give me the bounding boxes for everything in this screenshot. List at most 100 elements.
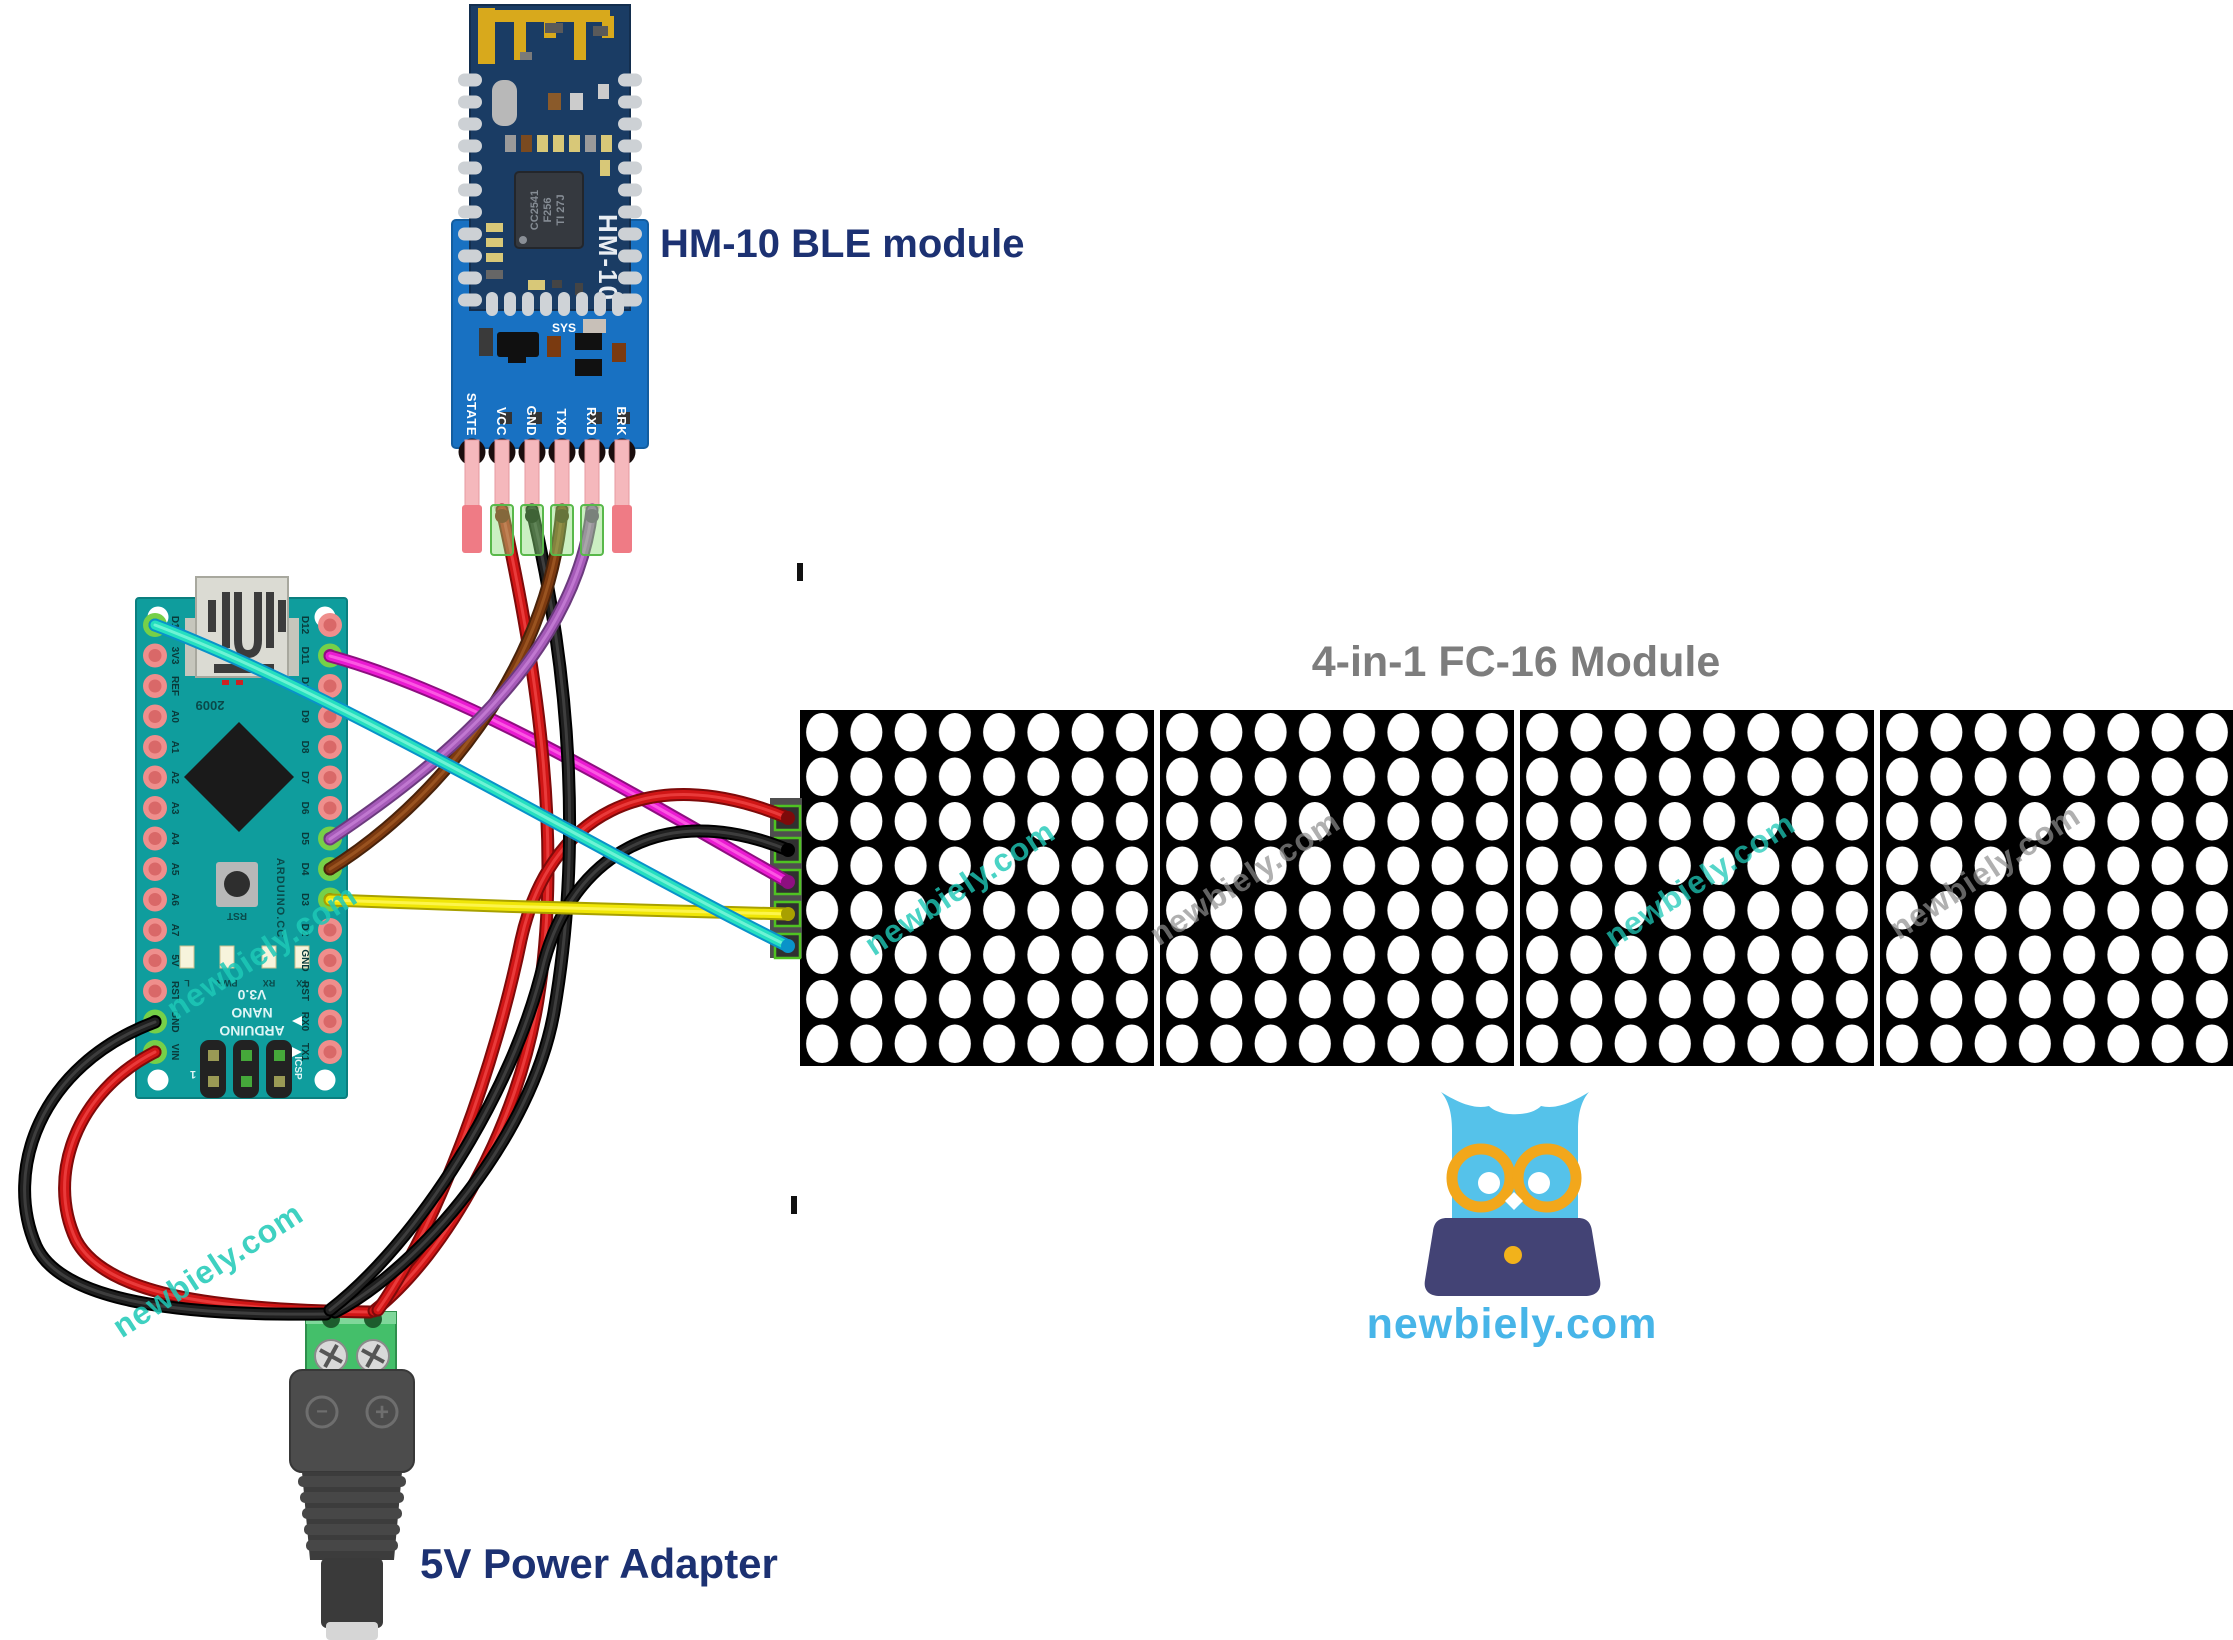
wire-nano-vin-red (58, 1045, 377, 1319)
wire-sleeve-vcc (490, 504, 514, 556)
led-l (179, 945, 195, 969)
nano-pin-label-right-d11: D11 (299, 647, 310, 665)
newbiely-logo (1424, 1092, 1601, 1296)
led-label-rx: RX (263, 978, 276, 988)
chip-line-2: F256 (542, 197, 554, 222)
nano-pin-label-right-rst: RST (299, 981, 310, 1001)
plus-symbol: + (375, 1399, 389, 1426)
nano-pin-label-left-a5: A5 (169, 863, 180, 876)
status-leds: L PWR RX TX (179, 945, 310, 988)
sys-label: SYS (552, 321, 576, 335)
wire-matrix-p3-magenta (323, 649, 795, 889)
matrix-label: 4-in-1 FC-16 Module (1311, 638, 1721, 686)
led-label-l: L (184, 978, 190, 988)
nano-pin-label-right-d4: D4 (299, 863, 310, 876)
power-adapter-label: 5V Power Adapter (420, 1540, 778, 1587)
wire-sleeve-gnd (520, 504, 544, 556)
owl-beak (1505, 1192, 1523, 1210)
chip-line-3: TI 27J (555, 194, 567, 225)
reset-button (216, 862, 258, 907)
nano-pin-label-right-gnd: GND (299, 949, 310, 971)
edge-mark (797, 563, 803, 581)
led-label-tx: TX (296, 978, 308, 988)
chip-line-1: CC2541 (529, 190, 541, 230)
hm10-pin-header: STATE VCC GND TXD RXD BRK (458, 393, 636, 553)
nano-pin-label-right-tx1: TX1 (299, 1043, 310, 1062)
nano-pin-label-left-vin: VIN (169, 1044, 180, 1061)
nano-pin-label-left-5v: 5V (169, 954, 180, 967)
nano-pin-label-left-a0: A0 (169, 710, 180, 723)
wire-sleeve-txd (550, 504, 574, 556)
hm10-smd-parts (486, 23, 612, 295)
nano-pin-label-left-a1: A1 (169, 741, 180, 754)
hm10-ble-module-board: CC2541 F256 TI 27J HM-10 SYS STATE (451, 4, 649, 553)
nano-pin-label-right-d12: D12 (299, 616, 310, 635)
nano-pin-label-left-d13: D13 (169, 616, 180, 635)
matrix-panel-4 (1880, 710, 2233, 1066)
owl-eye-left (1478, 1172, 1500, 1194)
nano-pin-label-left-a7: A7 (169, 924, 180, 937)
hm10-pin-label-brk: BRK (614, 406, 629, 436)
wire-matrix-p5-cyan (148, 618, 795, 953)
board-line-2: NANO (231, 1005, 272, 1021)
owl-eye-right (1528, 1172, 1550, 1194)
nano-pin-label-right-d6: D6 (299, 802, 310, 815)
mounting-hole (147, 1069, 169, 1091)
wire-overlay-layer (490, 504, 604, 556)
laptop-logo-dot (1504, 1246, 1522, 1264)
nano-pin-label-left-3v3: 3V3 (169, 647, 180, 665)
mcu-chip (184, 722, 294, 832)
nano-pin-label-right-d7: D7 (299, 771, 310, 784)
barrel-tip (326, 1622, 378, 1640)
hm10-pin-label-gnd: GND (524, 406, 539, 436)
power-adapter-jack: − + (289, 1310, 415, 1640)
mini-usb-connector (185, 576, 299, 685)
hm10-header-pin (524, 439, 540, 509)
rx-arrow-icon (292, 1016, 302, 1026)
hm10-header-pin (584, 439, 600, 509)
nano-pin-label-right-d5: D5 (299, 832, 310, 845)
led-label-pwr: PWR (216, 978, 237, 988)
logo-text: newbiely.com (1366, 1300, 1658, 1348)
sys-led (583, 319, 606, 333)
nano-pin-label-right-rx0: RX0 (299, 1012, 310, 1032)
hm10-pin-label-txd: TXD (554, 409, 569, 437)
wires-layer (18, 503, 795, 1321)
matrix-panel-2 (1160, 710, 1514, 1066)
wire-hm10-rxd-purple (323, 503, 599, 846)
hm10-pin-cap (612, 505, 632, 553)
nano-pin-label-left-a6: A6 (169, 893, 180, 906)
hm10-pin-label-state: STATE (464, 393, 479, 436)
wire-matrix-p1-red (371, 788, 795, 1317)
board-line-1: ARDUINO (219, 1023, 284, 1039)
breakout-smd-parts (479, 319, 630, 424)
led-pwr (219, 945, 235, 969)
nano-pin-label-left-gnd: GND (169, 1010, 180, 1032)
nano-pin-label-left-rst: RST (169, 981, 180, 1001)
terminal-screws (314, 1339, 390, 1373)
hm10-pin-label-vcc: VCC (494, 407, 509, 436)
wire-nano-gnd-black (18, 1015, 333, 1321)
icsp-header (200, 1040, 292, 1098)
wire-sleeve-rxd (580, 504, 604, 556)
nano-pin-label-right-d2: D2 (299, 924, 310, 937)
cc2541-chip: CC2541 F256 TI 27J (514, 171, 584, 249)
wire-hm10-gnd-black (328, 503, 577, 1319)
hm10-pin-cap (462, 505, 482, 553)
minus-symbol: − (316, 1401, 328, 1423)
nano-pin-label-left-ref: REF (169, 676, 180, 696)
icsp-label: ICSP (292, 1056, 303, 1080)
edge-mark (791, 1196, 797, 1214)
hm10-header-pin (494, 439, 510, 509)
module-bottom-pads (486, 292, 624, 316)
nano-pin-label-left-a2: A2 (169, 771, 180, 784)
rst-label: RST (227, 910, 247, 921)
hm10-pin-label-rxd: RXD (584, 407, 599, 436)
year-silkscreen: 2009 (196, 698, 225, 713)
tx-arrow-icon (292, 1047, 302, 1057)
nano-pin-label-right-d3: D3 (299, 893, 310, 906)
led-tx (294, 945, 310, 969)
hm10-label: HM-10 BLE module (660, 222, 1025, 266)
